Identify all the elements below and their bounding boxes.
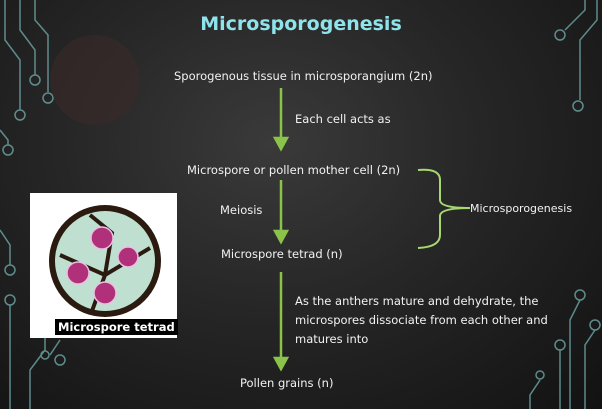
- microspore-tetrad-image: [30, 193, 177, 338]
- text-line: As the anthers mature and dehydrate, the: [295, 294, 539, 308]
- flow-arrows: [272, 88, 290, 372]
- step-tetrad: Microspore tetrad (n): [221, 247, 343, 261]
- slide-title: Microsporogenesis: [200, 13, 402, 35]
- arrow-label-each-cell: Each cell acts as: [295, 112, 391, 126]
- arrow-label-maturation: As the anthers mature and dehydrate, the…: [295, 292, 548, 349]
- brace-label: Microsporogenesis: [470, 202, 573, 215]
- brace: [417, 168, 471, 249]
- step-pollen-grains: Pollen grains (n): [240, 376, 334, 390]
- text-line: matures into: [295, 332, 369, 346]
- tetrad-illustration: [49, 205, 161, 317]
- step-mother-cell: Microspore or pollen mother cell (2n): [187, 163, 401, 177]
- image-caption: Microspore tetrad: [55, 319, 178, 335]
- arrow-label-meiosis: Meiosis: [220, 203, 263, 217]
- step-sporogenous-tissue: Sporogenous tissue in microsporangium (2…: [174, 69, 433, 83]
- text-line: microspores dissociate from each other a…: [295, 313, 548, 327]
